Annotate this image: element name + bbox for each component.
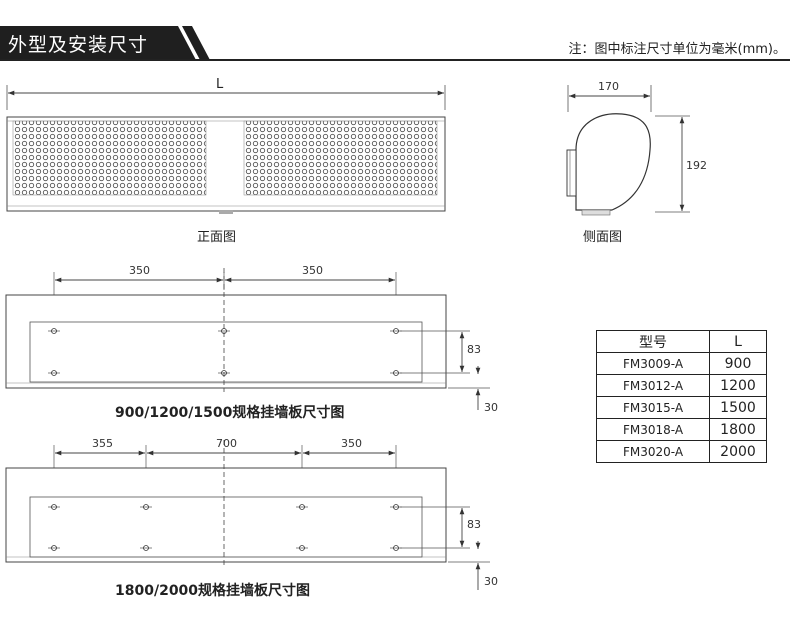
wall-plate-large xyxy=(5,440,490,590)
table-row: FM3012-A 1200 xyxy=(596,374,767,397)
front-view-caption: 正面图 xyxy=(197,230,237,245)
side-view xyxy=(566,85,690,216)
plate-large-bottom-dim: 30 xyxy=(484,575,498,588)
table-row: FM3009-A 900 xyxy=(596,352,767,375)
plate-small-vertical-dim: 83 xyxy=(467,343,481,356)
plate-large-vertical-dim: 83 xyxy=(467,518,481,531)
plate-small-right-dim: 350 xyxy=(302,264,323,277)
model-cell: FM3009-A xyxy=(596,352,710,375)
length-cell: 2000 xyxy=(709,440,767,463)
side-view-caption: 侧面图 xyxy=(583,230,623,245)
front-view xyxy=(6,85,446,214)
left-grille xyxy=(12,120,207,196)
front-length-label: L xyxy=(216,77,224,92)
plate-small-left-dim: 350 xyxy=(129,264,150,277)
side-height-label: 192 xyxy=(686,159,707,172)
model-cell: FM3018-A xyxy=(596,418,710,441)
side-profile xyxy=(575,113,651,211)
unit-note: 注：图中标注尺寸单位为毫米(mm)。 xyxy=(568,42,786,57)
section-title: 外型及安装尺寸 xyxy=(8,34,149,56)
wall-plate-small xyxy=(5,268,490,410)
model-length-table: 型号 L FM3009-A 900 FM3012-A 1200 FM3015-A… xyxy=(596,330,767,463)
header-divider xyxy=(0,59,790,61)
column-header-length: L xyxy=(709,330,767,353)
section-header: 外型及安装尺寸 注：图中标注尺寸单位为毫米(mm)。 xyxy=(0,26,790,60)
model-cell: FM3015-A xyxy=(596,396,710,419)
plate-small-caption: 900/1200/1500规格挂墙板尺寸图 xyxy=(115,405,345,421)
plate-large-left-dim: 355 xyxy=(92,437,113,450)
length-cell: 1200 xyxy=(709,374,767,397)
column-header-model: 型号 xyxy=(596,330,710,353)
length-cell: 1800 xyxy=(709,418,767,441)
plate-large-caption: 1800/2000规格挂墙板尺寸图 xyxy=(115,583,311,599)
plate-small-bottom-dim: 30 xyxy=(484,401,498,414)
model-cell: FM3020-A xyxy=(596,440,710,463)
side-width-label: 170 xyxy=(598,80,619,93)
table-header-row: 型号 L xyxy=(596,330,767,353)
length-cell: 1500 xyxy=(709,396,767,419)
table-row: FM3020-A 2000 xyxy=(596,440,767,463)
table-row: FM3018-A 1800 xyxy=(596,418,767,441)
table-row: FM3015-A 1500 xyxy=(596,396,767,419)
right-grille xyxy=(243,120,438,196)
title-tab-shape xyxy=(0,26,210,60)
plate-large-middle-dim: 700 xyxy=(216,437,237,450)
model-cell: FM3012-A xyxy=(596,374,710,397)
plate-large-right-dim: 350 xyxy=(341,437,362,450)
length-cell: 900 xyxy=(709,352,767,375)
